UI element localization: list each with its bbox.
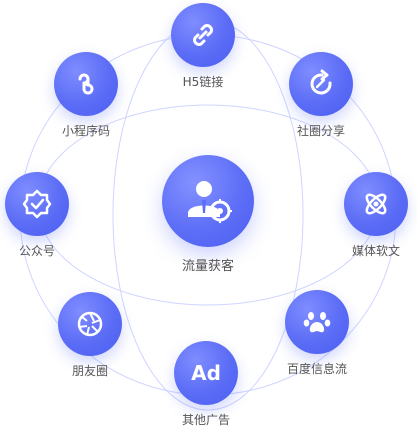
node-label: 公众号 (18, 244, 55, 258)
center-node: 流量获客 (162, 155, 254, 274)
node-official-account[interactable]: 公众号 (5, 172, 69, 259)
node-label: 社圈分享 (296, 124, 345, 138)
node-label: 朋友圈 (71, 364, 108, 378)
node-label: 小程序码 (61, 124, 110, 138)
node-label: 媒体软文 (351, 244, 400, 258)
atom-icon (344, 172, 408, 236)
node-h5-link[interactable]: H5链接 (171, 3, 235, 90)
node-mini-program[interactable]: 小程序码 (54, 52, 118, 139)
badge-check-icon (5, 172, 69, 236)
share-refresh-icon (289, 52, 353, 116)
node-label: 百度信息流 (286, 362, 347, 376)
paw-icon (285, 290, 349, 354)
node-moments[interactable]: 朋友圈 (58, 292, 122, 379)
ad-icon: Ad (174, 341, 238, 405)
center-label: 流量获客 (181, 259, 234, 274)
node-circle-share[interactable]: 社圈分享 (289, 52, 353, 139)
ad-icon-text: Ad (191, 361, 221, 385)
node-media-article[interactable]: 媒体软文 (344, 172, 408, 259)
mini-program-icon (54, 52, 118, 116)
link-icon (171, 3, 235, 67)
node-other-ads[interactable]: Ad 其他广告 (174, 341, 238, 428)
node-label: H5链接 (182, 75, 224, 89)
node-label: 其他广告 (181, 413, 230, 427)
node-baidu-feed[interactable]: 百度信息流 (285, 290, 349, 377)
user-target-icon (162, 155, 254, 247)
aperture-icon (58, 292, 122, 356)
